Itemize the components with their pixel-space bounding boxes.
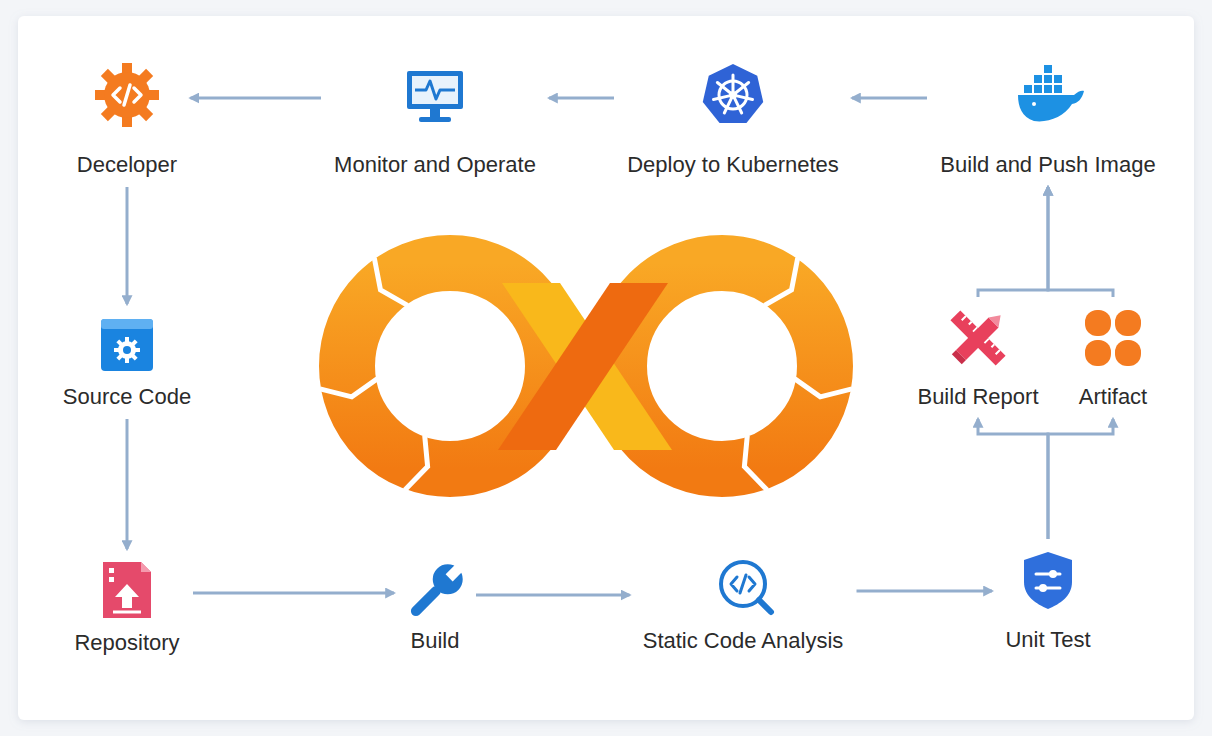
repository-icon xyxy=(103,562,151,618)
devops-infinity-logo xyxy=(320,258,852,490)
icon-slot xyxy=(403,560,467,628)
developer-icon xyxy=(95,63,159,127)
icon-slot xyxy=(1001,548,1095,627)
flow-arrow xyxy=(126,187,129,304)
pipeline-step: Build xyxy=(403,560,467,654)
pipeline-step: Static Code Analysis xyxy=(639,556,848,654)
step-label: Deceloper xyxy=(77,152,177,178)
docker-icon xyxy=(1018,65,1084,121)
flow-arrow xyxy=(193,592,394,595)
source-code-icon xyxy=(101,319,153,371)
pipeline-step: Deceloper xyxy=(73,63,182,178)
flow-arrow xyxy=(978,419,1048,539)
flow-arrow xyxy=(1048,419,1113,539)
flow-arrow xyxy=(852,97,927,100)
icon-slot xyxy=(639,556,848,628)
pipeline-step: Deploy to Kubernetes xyxy=(623,63,843,178)
icon-slot xyxy=(330,63,540,152)
step-label: Build xyxy=(411,628,460,654)
flow-arrow xyxy=(126,419,129,549)
icon-slot xyxy=(73,63,182,152)
build-wrench-icon xyxy=(402,556,471,625)
step-label: Source Code xyxy=(63,384,191,410)
monitor-icon xyxy=(407,71,463,122)
step-label: Static Code Analysis xyxy=(643,628,844,654)
pipeline-step: Source Code xyxy=(59,313,196,410)
flow-arrow xyxy=(978,187,1048,297)
pipeline-step: Build and Push Image xyxy=(936,63,1160,178)
step-label: Deploy to Kubernetes xyxy=(627,152,839,178)
step-label: Build Report xyxy=(917,384,1038,410)
artifact-icon xyxy=(1085,310,1141,366)
pipeline-step: Artifact xyxy=(1075,306,1152,410)
pipeline-step: Unit Test xyxy=(1001,548,1095,653)
pipeline-step: Repository xyxy=(70,558,184,656)
flow-arrow xyxy=(549,97,614,100)
step-label: Repository xyxy=(74,630,179,656)
icon-slot xyxy=(623,63,843,152)
step-label: Artifact xyxy=(1079,384,1147,410)
pipeline-step: Build Report xyxy=(913,306,1043,410)
build-report-icon xyxy=(950,310,1005,365)
step-label: Unit Test xyxy=(1005,627,1090,653)
pipeline-step: Monitor and Operate xyxy=(330,63,540,178)
icon-slot xyxy=(59,313,196,384)
flow-arrow xyxy=(476,594,630,597)
card-panel xyxy=(18,16,1194,720)
flow-arrow xyxy=(191,97,322,100)
step-label: Build and Push Image xyxy=(940,152,1155,178)
icon-slot xyxy=(936,63,1160,152)
static-analysis-icon xyxy=(721,562,771,612)
kubernetes-icon xyxy=(703,64,763,123)
unit-test-shield-icon xyxy=(1024,552,1072,609)
icon-slot xyxy=(1075,306,1152,384)
flow-arrow xyxy=(1048,187,1113,297)
icon-slot xyxy=(70,558,184,630)
icon-slot xyxy=(913,306,1043,384)
step-label: Monitor and Operate xyxy=(334,152,536,178)
flow-arrow xyxy=(857,590,993,593)
